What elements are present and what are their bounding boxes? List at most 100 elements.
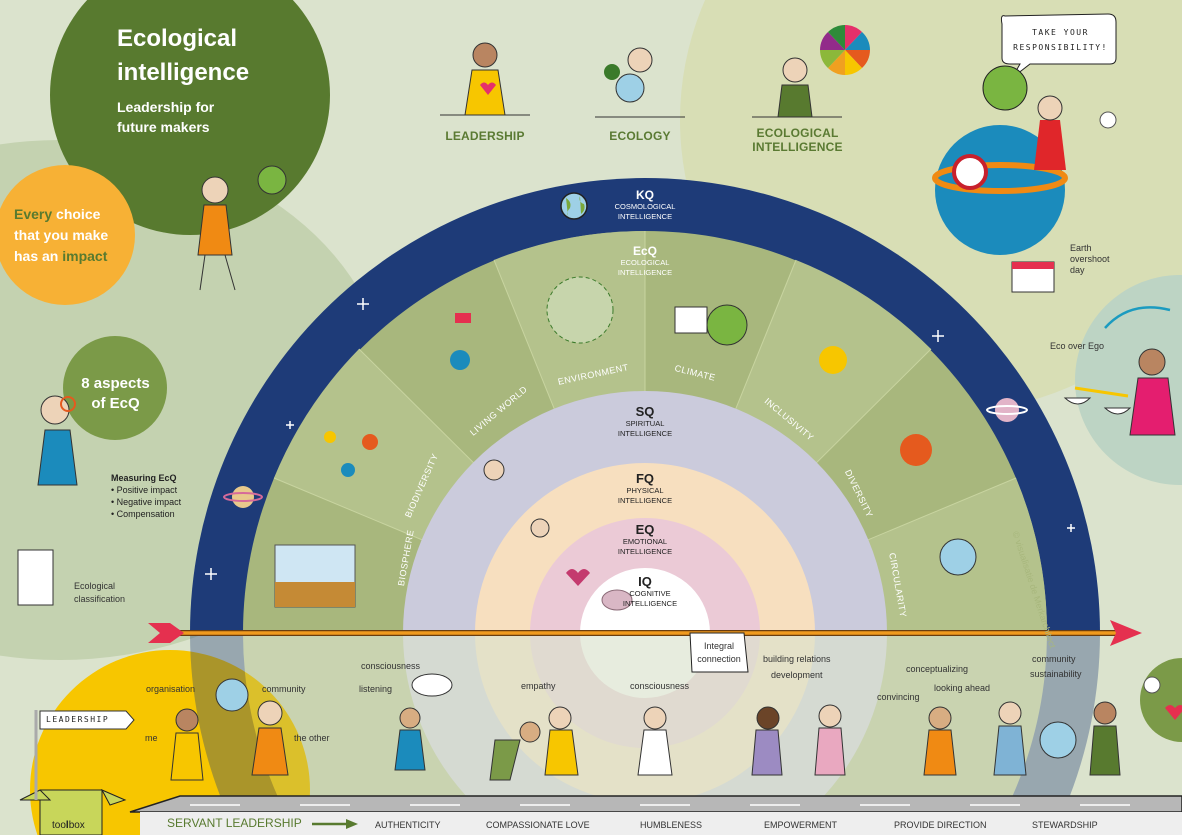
person-red: [1034, 120, 1066, 170]
ecological-classification: Ecological classification: [74, 581, 126, 604]
journey-figures: [170, 673, 1121, 781]
bird-icon: [341, 463, 355, 477]
label-looking-ahead: looking ahead: [934, 683, 991, 693]
measuring-item: • Compensation: [111, 509, 175, 519]
eco-over-ego-figure: [1063, 306, 1176, 436]
value-humbleness: HUMBLENESS: [640, 820, 703, 830]
lightbulb-icon: [1099, 111, 1117, 129]
arrow-head-icon: [1110, 620, 1142, 646]
circularity-icon: [939, 538, 977, 576]
label-listening: listening: [359, 684, 393, 694]
page-title: Ecological intelligence: [117, 22, 249, 90]
earth-cracked-icon: [982, 65, 1028, 111]
ecq-label: EcQ ECOLOGICAL INTELLIGENCE: [617, 244, 673, 277]
value-authenticity: AUTHENTICITY: [375, 820, 441, 830]
servant-leadership-title: SERVANT LEADERSHIP: [167, 816, 302, 830]
label-development: development: [771, 670, 823, 680]
concept-ecology: ECOLOGY: [609, 129, 671, 143]
heart-icon: [1165, 705, 1182, 720]
arrow-tail-icon: [148, 623, 184, 643]
figure-empathy: [489, 706, 579, 781]
figure-humbleness: [637, 706, 673, 776]
sq-label: SQ SPIRITUAL INTELLIGENCE: [617, 404, 673, 438]
inclusivity-icon: [819, 346, 847, 374]
earth-overshoot-day: Earth overshoot day: [1070, 243, 1110, 275]
aspects-text: 8 aspects of EcQ: [81, 375, 150, 412]
meditating-figure: [483, 459, 505, 481]
climate-calendar-icon: [674, 306, 708, 334]
ecology-figure: [595, 47, 685, 118]
signpost-sign: [39, 710, 135, 730]
lightbulb-icon: [1143, 676, 1161, 694]
aspects-circle: [63, 336, 167, 440]
road: [129, 795, 1182, 813]
globe-icon: [1039, 721, 1077, 759]
heart-icon: [566, 569, 590, 586]
eco-over-ego-label: Eco over Ego: [1050, 341, 1105, 351]
value-stewardship: STEWARDSHIP: [1032, 820, 1098, 830]
eq-label: EQ EMOTIONAL INTELLIGENCE: [617, 522, 673, 556]
planet-icon: [986, 398, 1028, 422]
ecological-intelligence-figure: [752, 25, 870, 118]
speech-text: TAKE YOUR RESPONSIBILITY!: [1013, 28, 1108, 52]
figure-provide-direction: [923, 706, 957, 776]
integral-connection: Integral connection: [697, 641, 741, 664]
choice-circle: [0, 165, 135, 305]
label-sustainability: sustainability: [1030, 669, 1082, 679]
figure-empowerment: [751, 704, 846, 776]
planet-icon: [223, 486, 263, 508]
choice-text: Every choice that you make has an impact: [14, 206, 109, 264]
jumping-figure: [530, 518, 550, 538]
label-convincing: convincing: [877, 692, 920, 702]
iq-label: IQ COGNITIVE INTELLIGENCE: [622, 574, 678, 608]
curved-arrow-icon: [1104, 306, 1171, 329]
boy-with-magnifier: [37, 395, 78, 486]
label-building-relations: building relations: [763, 654, 831, 664]
figure-me: [170, 708, 204, 781]
arrow-right-icon: [312, 819, 358, 829]
toolbox-icon: [19, 788, 127, 835]
brain-icon: [601, 589, 633, 611]
living-world-people-icon: [450, 350, 470, 370]
star-icons: [205, 298, 1075, 580]
measuring-item: • Negative impact: [111, 497, 182, 507]
person-head: [1037, 95, 1063, 121]
diversity-icon: [900, 434, 932, 466]
climate-globe-icon: [706, 304, 748, 346]
flag-icon: [455, 313, 471, 323]
label-community: community: [262, 684, 306, 694]
certificate-scroll-icon: [17, 549, 54, 606]
fq-label: FQ PHYSICAL INTELLIGENCE: [617, 471, 673, 505]
butterfly-icon: [324, 431, 336, 443]
iq-core: [580, 568, 710, 633]
signpost-label: LEADERSHIP: [46, 715, 110, 724]
flower-icon: [362, 434, 378, 450]
label-conceptualizing: conceptualizing: [906, 664, 969, 674]
environment-icon: [546, 276, 614, 344]
lightbulb-backdrop: [1140, 658, 1182, 742]
label-organisation: organisation: [146, 684, 196, 694]
label-consciousness: consciousness: [361, 661, 421, 671]
aspect-illustrations: [274, 276, 977, 611]
toolbox-label: toolbox: [52, 820, 85, 831]
concept-leadership: LEADERSHIP: [445, 129, 525, 143]
servant-leadership-bar: [140, 812, 1182, 835]
globe-icon: [215, 678, 249, 712]
value-compassionate-love: COMPASSIONATE LOVE: [486, 820, 590, 830]
speech-bubble: [1000, 13, 1117, 79]
title-line1: Ecological: [117, 25, 238, 52]
thought-cloud-icon: [411, 673, 453, 697]
label-the-other: the other: [294, 733, 330, 743]
scale-icon: [1074, 386, 1129, 398]
integral-connection-flag: [689, 632, 749, 673]
figure-stewardship: [993, 701, 1121, 776]
figure-the-other: [215, 678, 289, 776]
concept-ecological-intelligence: ECOLOGICAL INTELLIGENCE: [752, 126, 843, 154]
planet-ring: [932, 162, 1068, 194]
label-consciousness-2: consciousness: [630, 681, 690, 691]
value-provide-direction: PROVIDE DIRECTION: [894, 820, 987, 830]
kq-label: KQ COSMOLOGICAL INTELLIGENCE: [614, 188, 676, 221]
figure-listening: [394, 673, 453, 771]
label-community-2: community: [1032, 654, 1076, 664]
